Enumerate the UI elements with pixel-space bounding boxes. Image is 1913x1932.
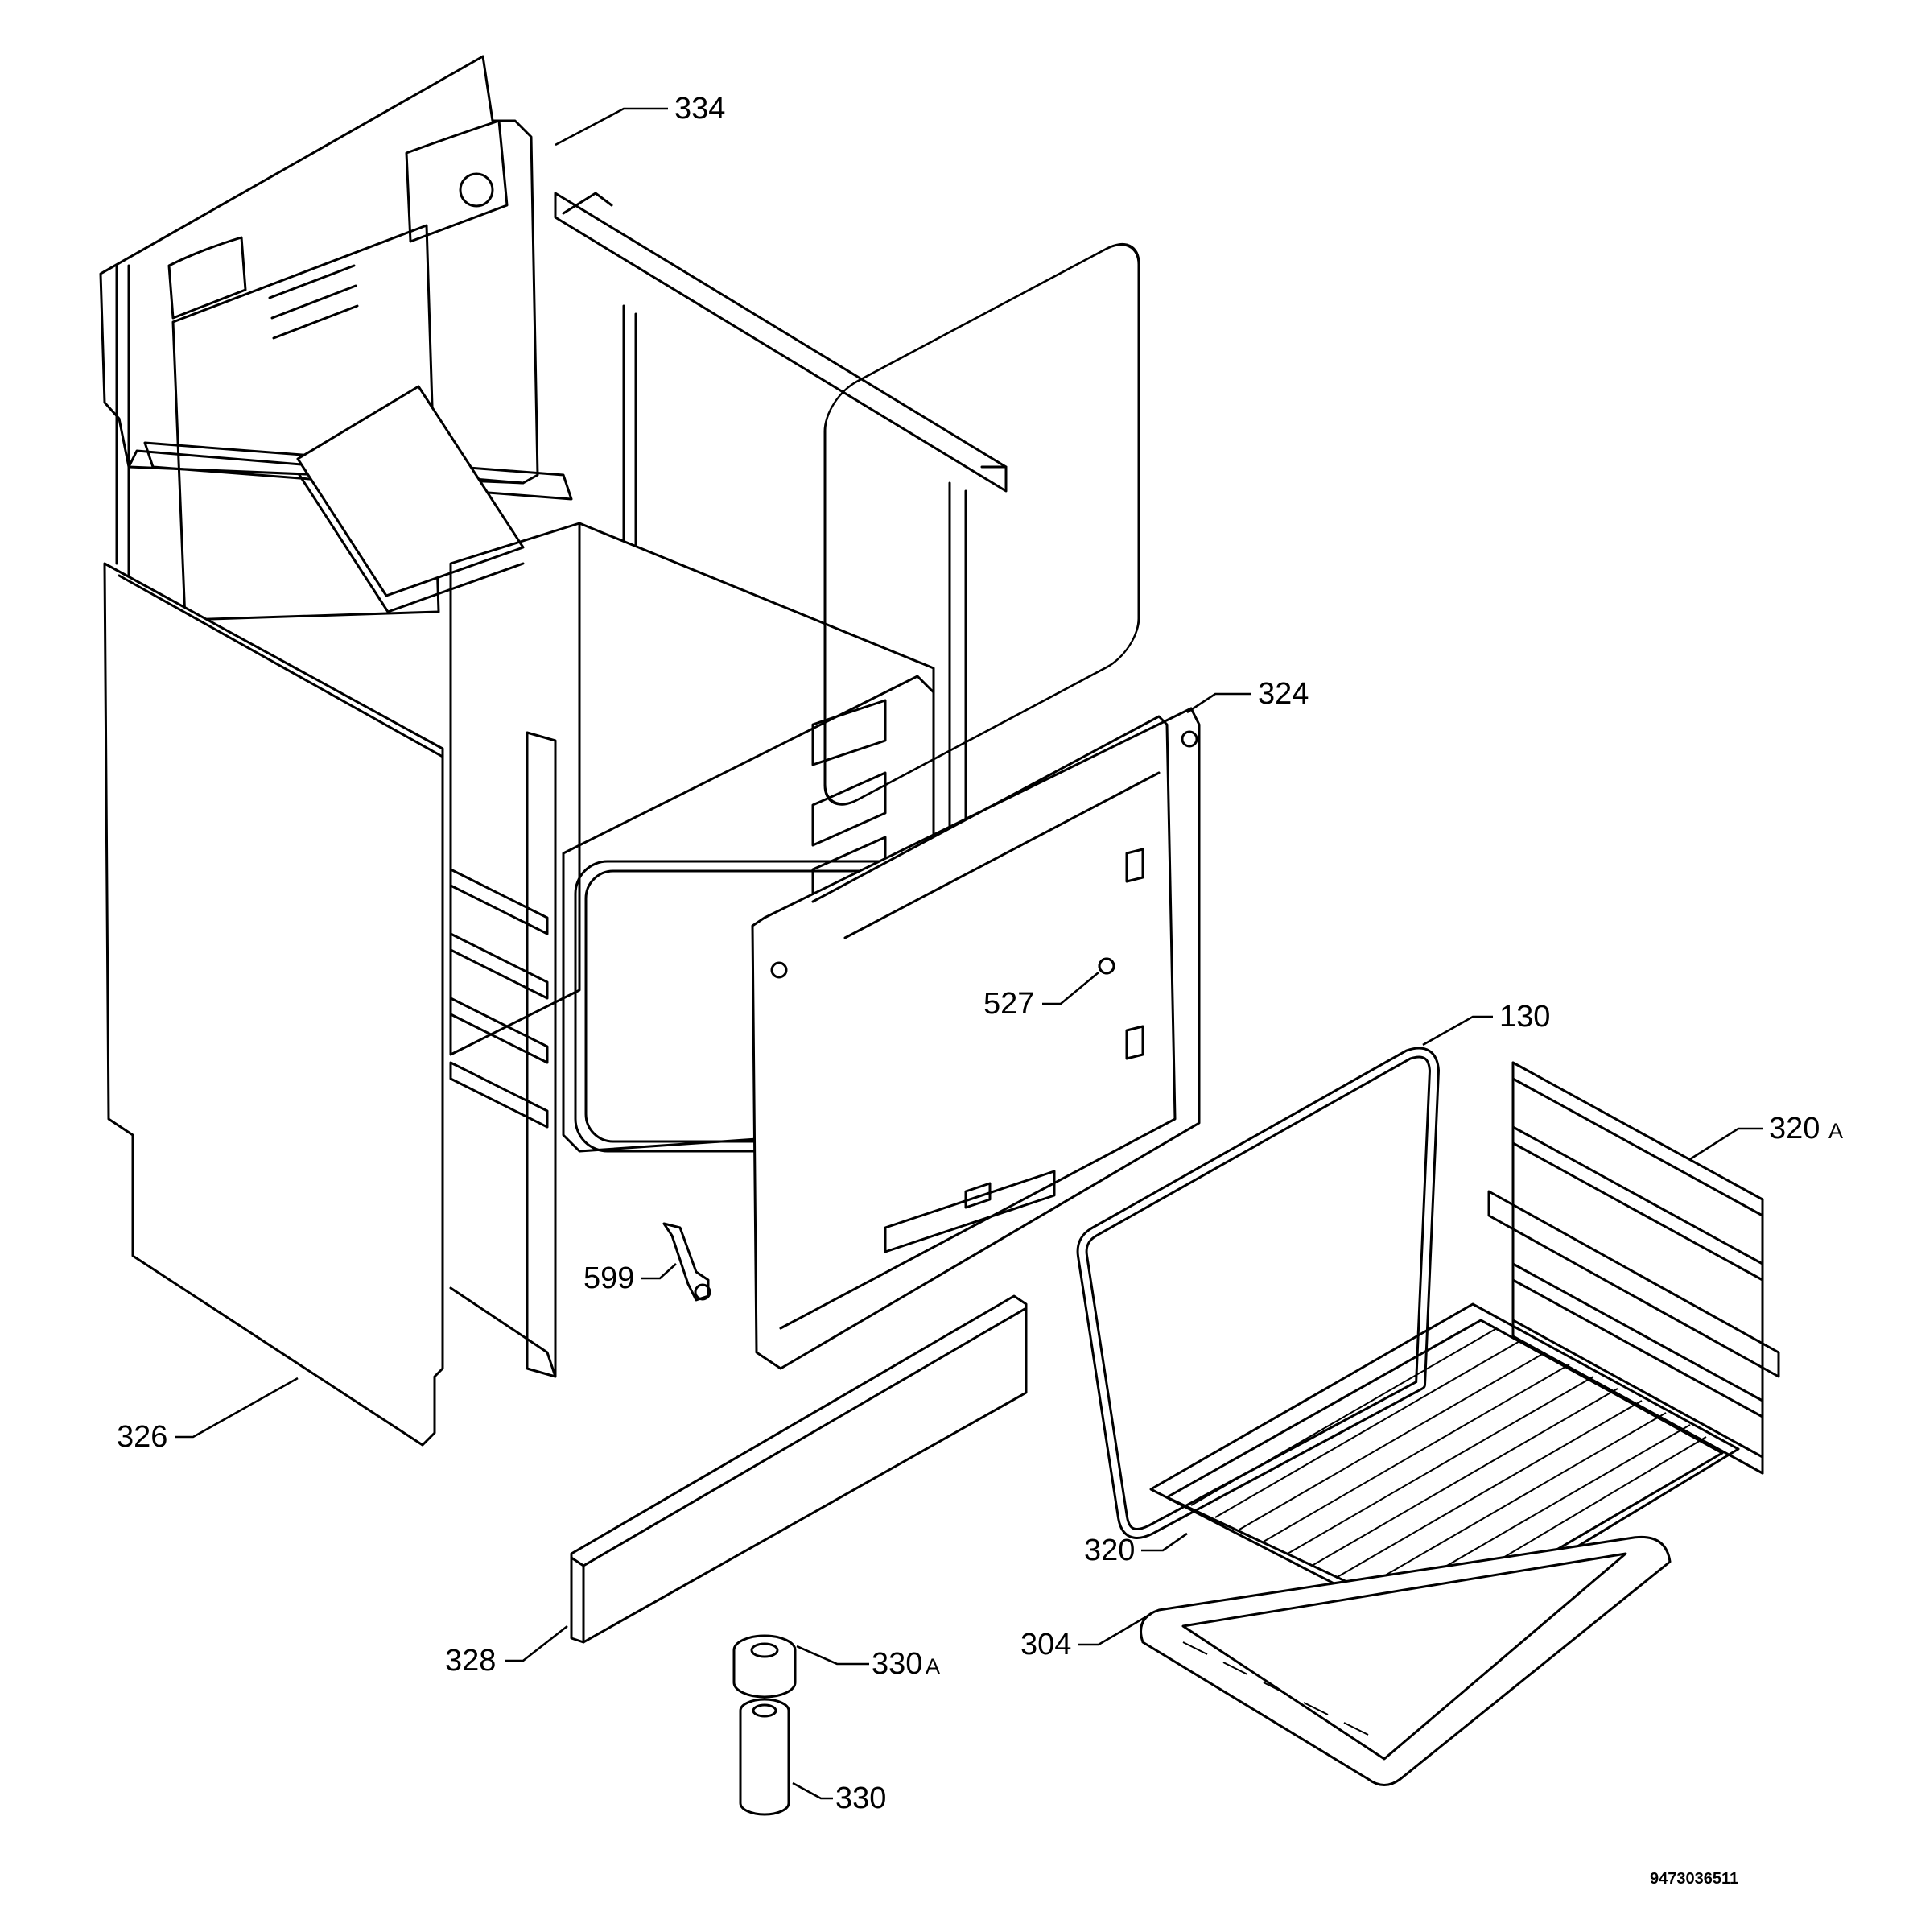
leader-130 (1422, 1015, 1493, 1046)
leader-527 (1042, 971, 1099, 1005)
callout-326: 326 (117, 1420, 167, 1454)
callout-130: 130 (1499, 1000, 1550, 1034)
leader-328 (505, 1624, 568, 1662)
callout-labels: 334 324 527 130 320 A 599 326 320 328 30… (117, 92, 1843, 1815)
part-326-side-panel (103, 562, 444, 1447)
callout-320A: 320 (1769, 1112, 1820, 1146)
callout-330A-suffix: A (926, 1654, 940, 1678)
leader-599 (641, 1263, 677, 1280)
part-heat-duct (296, 385, 525, 613)
part-334-carcass (99, 55, 1008, 1137)
part-side-runners (449, 731, 557, 1378)
leader-330A (796, 1645, 869, 1666)
leader-320 (1141, 1532, 1188, 1552)
leader-330 (792, 1781, 833, 1800)
callout-304: 304 (1020, 1628, 1071, 1662)
leader-334 (555, 107, 668, 147)
callout-324: 324 (1258, 677, 1309, 711)
document-number: 9473036511 (1650, 1870, 1738, 1888)
part-320A-shelf-rails (1487, 1061, 1780, 1475)
leader-326 (175, 1377, 299, 1439)
part-130-gasket (1076, 1046, 1440, 1539)
leader-304 (1078, 1612, 1152, 1646)
part-330A-foot-cap (732, 1634, 797, 1699)
part-599-bracket (662, 1222, 711, 1302)
callout-330A: 330 (872, 1647, 922, 1681)
leader-324 (1186, 692, 1251, 714)
callout-527: 527 (983, 987, 1034, 1021)
part-328-cover-strip (570, 1294, 1028, 1644)
part-527-fastener (1098, 957, 1115, 975)
part-324-door-frame (751, 242, 1201, 1370)
leader-320A (1689, 1127, 1763, 1161)
callout-328: 328 (445, 1644, 496, 1678)
part-330-foot (739, 1698, 790, 1816)
callout-599: 599 (583, 1261, 634, 1295)
part-304-tray (1140, 1535, 1672, 1786)
callout-320A-suffix: A (1828, 1119, 1843, 1143)
callout-334: 334 (674, 92, 725, 126)
leader-lines (175, 107, 1763, 1800)
callout-330: 330 (835, 1781, 886, 1815)
callout-320: 320 (1084, 1534, 1135, 1567)
